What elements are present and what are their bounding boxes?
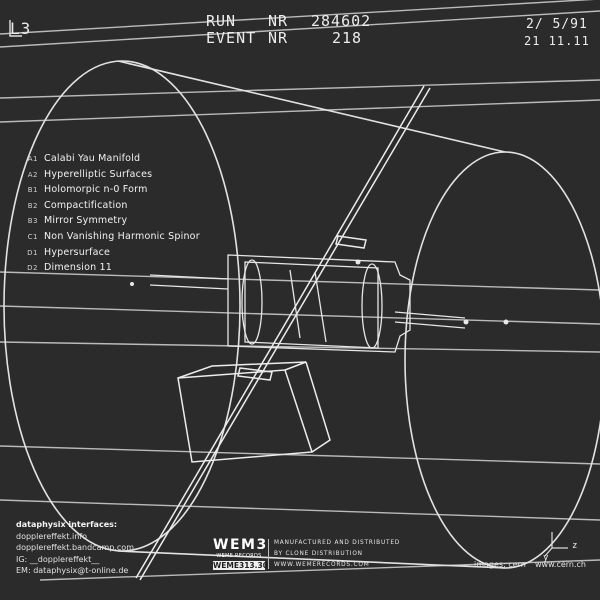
- catalog-number: WEME313.30: [213, 561, 268, 570]
- barrel-edge: [117, 550, 506, 569]
- track-item: D1 Hypersurface: [16, 247, 200, 263]
- axis-z-label: z: [572, 541, 579, 551]
- track-line: [0, 305, 600, 325]
- instagram-handle[interactable]: IG: __dopplereffekt__: [16, 554, 100, 564]
- track-position: D2: [27, 264, 38, 273]
- run-number: 284602: [311, 12, 372, 30]
- axis-y-label: y: [543, 553, 550, 563]
- contacts-block: dataphysix interfaces: dopplereffekt.inf…: [16, 519, 134, 577]
- distribution-info: MANUFACTURED AND DISTRIBUTED BY CLONE DI…: [274, 538, 400, 570]
- website-link[interactable]: dopplereffekt.info: [16, 531, 88, 541]
- track-position: A1: [27, 155, 38, 163]
- label-website-link[interactable]: WWW.WEMERECORDS.COM: [274, 561, 370, 568]
- event-date: 2/ 5/91: [526, 17, 588, 32]
- track-line: [0, 341, 600, 353]
- track-line: [39, 559, 600, 581]
- track-position: A2: [27, 170, 38, 179]
- track-item: A1 Calabi Yau Manifold: [16, 153, 200, 169]
- track-item: B2 Compactification: [16, 200, 200, 216]
- track-line: [0, 499, 600, 521]
- track-title: Hypersurface: [44, 246, 111, 258]
- label-divider: [268, 539, 269, 569]
- weme-logo-subtitle: WEME RECORDS: [216, 553, 262, 559]
- event-nr-label: NR: [268, 29, 289, 47]
- track-line: [0, 10, 600, 48]
- distribution-line: MANUFACTURED AND DISTRIBUTED: [274, 540, 401, 546]
- bandcamp-link[interactable]: dopplereffekt.bandcamp.com: [16, 543, 134, 553]
- particle-jet: [135, 85, 431, 581]
- label-logo: WEM3 WEME RECORDS WEME313.30: [213, 537, 268, 570]
- inner-detector: [149, 254, 466, 353]
- track-title: Hyperelliptic Surfaces: [44, 168, 153, 180]
- track-title: Holomorpic n-0 Form: [44, 184, 148, 196]
- track-item: D2 Dimension 11: [16, 262, 200, 278]
- track-line: [0, 79, 600, 99]
- event-number: 218: [332, 29, 363, 47]
- track-position: B2: [27, 201, 38, 210]
- track-item: C1 Non Vanishing Harmonic Spinor: [16, 231, 200, 247]
- run-label: RUN: [206, 12, 237, 30]
- email-address[interactable]: EM: dataphysix@t-online.de: [16, 566, 129, 576]
- track-line: [0, 0, 595, 35]
- event-time: 21 11.11: [524, 34, 590, 48]
- track-position: B3: [27, 217, 38, 226]
- contacts-heading: dataphysix interfaces:: [16, 520, 118, 529]
- track-title: Mirror Symmetry: [44, 215, 128, 227]
- image-credit: images: cern: [474, 560, 526, 569]
- track-item: B3 Mirror Symmetry: [16, 215, 200, 231]
- track-position: D1: [27, 248, 38, 257]
- track-title: Calabi Yau Manifold: [44, 153, 141, 164]
- weme-logo-mark: WEM3: [213, 537, 268, 553]
- track-position: C1: [27, 232, 38, 241]
- cern-link[interactable]: www.cern.ch: [535, 560, 586, 569]
- barrel-edge: [117, 60, 506, 153]
- track-line: [0, 445, 600, 465]
- axes-indicator: [544, 532, 568, 557]
- track-title: Compactification: [44, 199, 128, 211]
- markers: [130, 259, 509, 325]
- track-line: [0, 271, 600, 291]
- corner-mark: L3: [10, 19, 32, 38]
- track-title: Dimension 11: [44, 262, 113, 274]
- track-item: B1 Holomorpic n-0 Form: [16, 184, 200, 200]
- run-nr-label: NR: [268, 12, 289, 30]
- track-title: Non Vanishing Harmonic Spinor: [44, 230, 200, 242]
- track-item: A2 Hyperelliptic Surfaces: [16, 169, 200, 185]
- track-line: [0, 99, 600, 123]
- distribution-line: BY CLONE DISTRIBUTION: [274, 550, 363, 557]
- tracklist: A1 Calabi Yau Manifold A2 Hyperelliptic Su…: [16, 153, 200, 278]
- event-label: EVENT: [206, 29, 257, 47]
- track-position: B1: [27, 186, 38, 195]
- right-endcap: [404, 151, 600, 569]
- left-endcap: [3, 60, 241, 552]
- corner-bracket: [9, 20, 22, 37]
